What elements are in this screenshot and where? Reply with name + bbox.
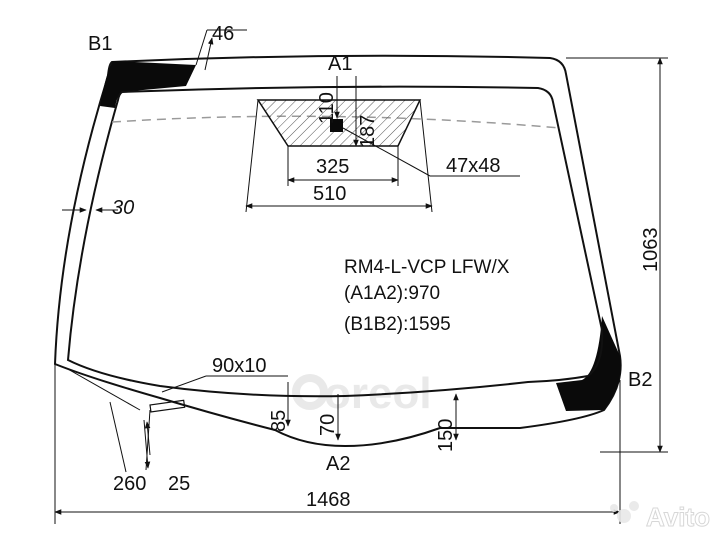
avito-logo-icon bbox=[617, 509, 631, 523]
dim-47x48: 47x48 bbox=[446, 155, 501, 177]
dim-110: 110 bbox=[316, 92, 338, 124]
glass-code: RM4-L-VCP LFW/X bbox=[344, 257, 510, 278]
camera-window bbox=[330, 119, 343, 132]
dim-187: 187 bbox=[357, 115, 379, 148]
dim-1063: 1063 bbox=[640, 228, 662, 273]
svg-text:Avito: Avito bbox=[646, 502, 710, 532]
avito-watermark: Avito bbox=[610, 501, 711, 533]
frit-corner-top-left bbox=[100, 61, 196, 108]
point-label-b1: B1 bbox=[88, 33, 112, 55]
spec-a1a2: (A1A2):970 bbox=[344, 283, 440, 304]
frit-corner-bottom-right bbox=[556, 316, 621, 411]
point-label-a1: A1 bbox=[328, 53, 352, 75]
dim-25: 25 bbox=[168, 473, 190, 495]
glass-inner-band-edge bbox=[66, 85, 604, 398]
vin-window bbox=[149, 399, 186, 413]
point-label-a2: A2 bbox=[326, 453, 350, 475]
dim-85: 85 bbox=[268, 410, 290, 432]
brand-watermark: oreol bbox=[292, 369, 432, 418]
dim-46: 46 bbox=[212, 23, 234, 45]
dim-1468: 1468 bbox=[306, 489, 351, 511]
dim-30: 30 bbox=[112, 197, 134, 219]
dim-510: 510 bbox=[313, 183, 346, 205]
dim-150: 150 bbox=[435, 419, 457, 452]
glass-outer-edge bbox=[53, 54, 622, 448]
point-label-b2: B2 bbox=[628, 369, 652, 391]
dim-70: 70 bbox=[317, 414, 339, 436]
spec-b1b2: (B1B2):1595 bbox=[344, 314, 451, 335]
dim-260: 260 bbox=[113, 473, 146, 495]
dim-90x10: 90x10 bbox=[212, 355, 267, 377]
dim-325: 325 bbox=[316, 156, 349, 178]
